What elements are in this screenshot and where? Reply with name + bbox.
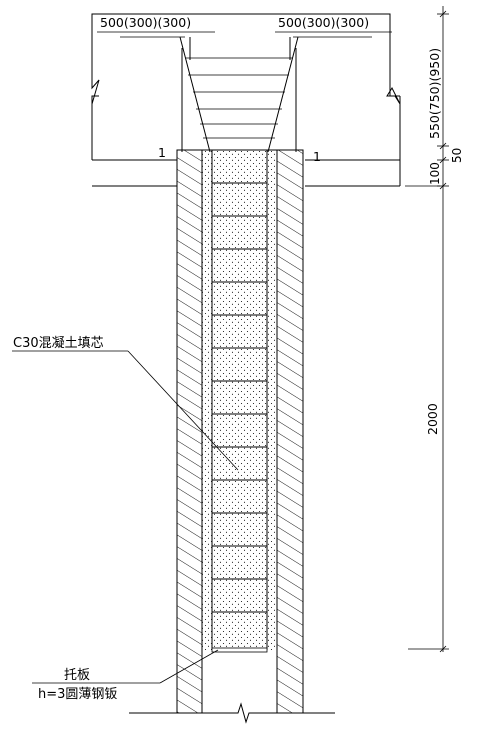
core-funnel (179, 36, 299, 153)
right-shell-hatch (277, 150, 303, 713)
label-bottom-plate: 托板 h=3圆薄钢钣 (32, 649, 219, 702)
section-mark-left-text: 1 (158, 145, 166, 160)
label-plate-line2: h=3圆薄钢钣 (38, 687, 117, 702)
block-courses (212, 182, 267, 651)
left-inner-band (202, 150, 212, 650)
section-mark-right: 1 (308, 149, 330, 164)
bottom-break-line (129, 702, 335, 724)
right-inner-band (267, 150, 277, 650)
dim-beam-depth-text: 550(750)(950) (427, 48, 442, 139)
label-plate-line1: 托板 (64, 668, 90, 683)
top-dimension-right: 500(300)(300) (275, 15, 392, 38)
label-concrete-fill: C30混凝土填芯 (12, 335, 239, 471)
top-dim-right-text: 500(300)(300) (278, 15, 369, 30)
dim-100-text: 100 (428, 162, 442, 185)
dim-50-text: 50 (450, 148, 464, 163)
section-mark-right-text: 1 (313, 149, 321, 164)
bottom-plate (211, 647, 268, 653)
dimension-chain-right (405, 6, 449, 653)
top-dim-left-text: 500(300)(300) (100, 15, 191, 30)
dim-2000-text: 2000 (425, 403, 440, 435)
label-concrete-fill-text: C30混凝土填芯 (13, 335, 104, 351)
left-shell-hatch (177, 150, 202, 713)
top-dimension-left: 500(300)(300) (97, 15, 215, 38)
concrete-core-fill (212, 150, 267, 650)
section-mark-left: 1 (148, 145, 172, 161)
wall-column (176, 149, 304, 714)
